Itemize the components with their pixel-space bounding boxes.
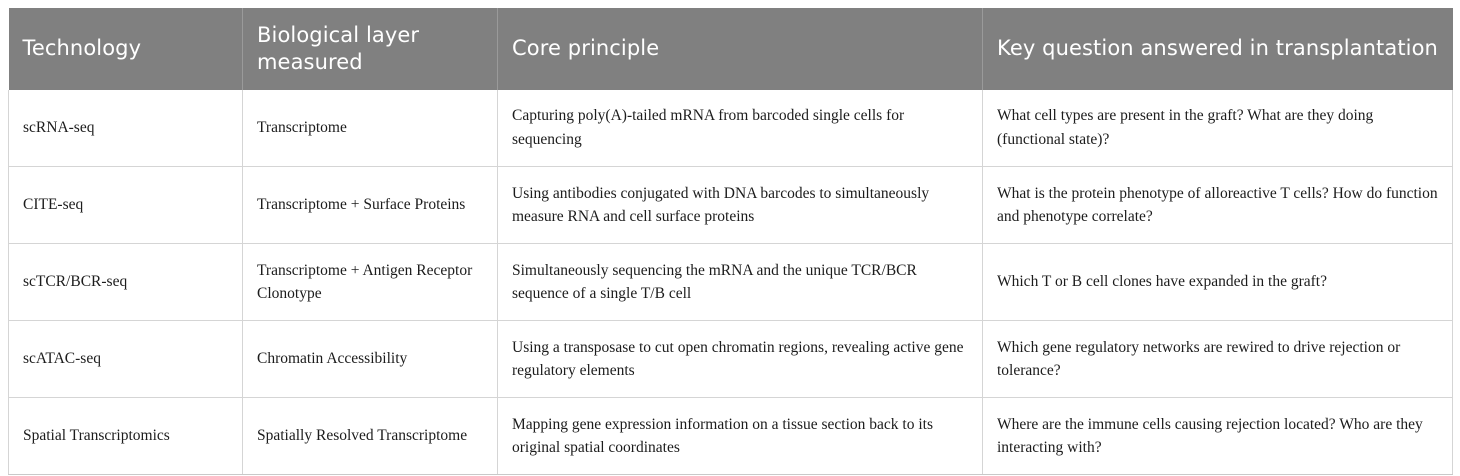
cell-key-question: Where are the immune cells causing rejec… [982, 397, 1453, 476]
table-header-row: Technology Biological layer measured Cor… [8, 8, 1453, 90]
technology-comparison-table: Technology Biological layer measured Cor… [8, 8, 1453, 476]
comparison-table-container: Technology Biological layer measured Cor… [8, 8, 1453, 476]
cell-biological-layer: Transcriptome + Antigen Receptor Clonoty… [242, 243, 498, 322]
table-header: Technology Biological layer measured Cor… [8, 8, 1453, 90]
table-row: CITE-seq Transcriptome + Surface Protein… [8, 166, 1453, 245]
cell-core-principle: Mapping gene expression information on a… [497, 397, 983, 476]
column-header-technology: Technology [8, 8, 243, 90]
column-header-biological-layer-measured: Biological layer measured [242, 8, 498, 90]
table-row: scATAC-seq Chromatin Accessibility Using… [8, 320, 1453, 399]
cell-core-principle: Using a transposase to cut open chromati… [497, 320, 983, 399]
cell-biological-layer: Transcriptome + Surface Proteins [242, 166, 498, 245]
table-row: scTCR/BCR-seq Transcriptome + Antigen Re… [8, 243, 1453, 322]
table-row: scRNA-seq Transcriptome Capturing poly(A… [8, 89, 1453, 168]
cell-technology: scATAC-seq [8, 320, 243, 399]
cell-key-question: Which gene regulatory networks are rewir… [982, 320, 1453, 399]
table-row: Spatial Transcriptomics Spatially Resolv… [8, 397, 1453, 476]
cell-core-principle: Using antibodies conjugated with DNA bar… [497, 166, 983, 245]
column-header-key-question: Key question answered in transplantation [982, 8, 1453, 90]
column-header-core-principle: Core principle [497, 8, 983, 90]
cell-technology: Spatial Transcriptomics [8, 397, 243, 476]
table-body: scRNA-seq Transcriptome Capturing poly(A… [8, 89, 1453, 476]
cell-core-principle: Simultaneously sequencing the mRNA and t… [497, 243, 983, 322]
cell-key-question: What cell types are present in the graft… [982, 89, 1453, 168]
cell-key-question: What is the protein phenotype of allorea… [982, 166, 1453, 245]
cell-core-principle: Capturing poly(A)-tailed mRNA from barco… [497, 89, 983, 168]
cell-technology: CITE-seq [8, 166, 243, 245]
cell-biological-layer: Transcriptome [242, 89, 498, 168]
cell-key-question: Which T or B cell clones have expanded i… [982, 243, 1453, 322]
cell-technology: scTCR/BCR-seq [8, 243, 243, 322]
cell-biological-layer: Chromatin Accessibility [242, 320, 498, 399]
cell-biological-layer: Spatially Resolved Transcriptome [242, 397, 498, 476]
cell-technology: scRNA-seq [8, 89, 243, 168]
